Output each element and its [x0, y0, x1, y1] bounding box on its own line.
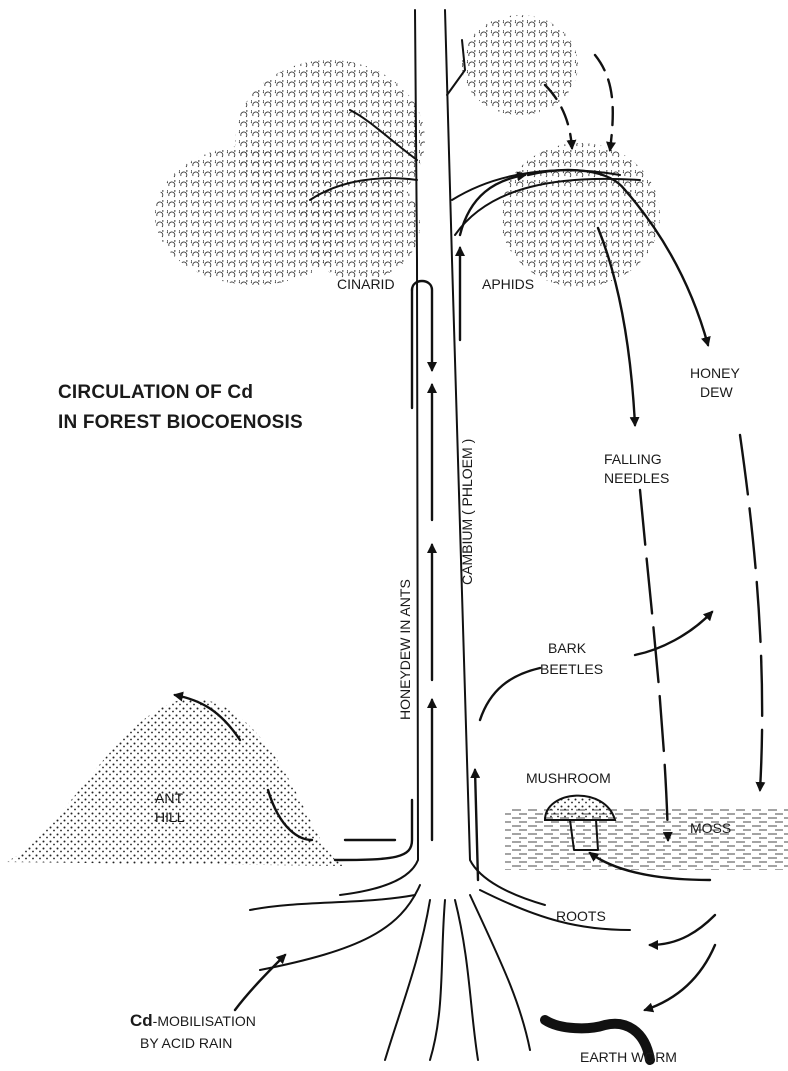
- cd-mobilisation-label-1: Cd-MOBILISATION: [130, 1011, 256, 1030]
- bark-beetles-label-1: BARK: [548, 640, 587, 656]
- honey-dew-flow: [625, 190, 762, 790]
- ant-hill: [5, 699, 345, 866]
- ant-hill-label-2: HILL: [155, 809, 185, 825]
- tree-crown-right: [500, 143, 660, 287]
- cd-mobilisation-label-2: BY ACID RAIN: [140, 1035, 232, 1051]
- diagram-title-line-1: CIRCULATION OF Cd: [58, 382, 253, 403]
- mushroom-label: MUSHROOM: [526, 770, 611, 786]
- moss-label: MOSS: [690, 820, 731, 836]
- mobilisation-text: -MOBILISATION: [153, 1013, 256, 1029]
- honey-dew-label-1: HONEY: [690, 365, 740, 381]
- cambium-phloem-label: CAMBIUM ( PHLOEM ): [459, 439, 475, 585]
- ant-hill-label-1: ANT: [155, 790, 183, 806]
- falling-needles-label-2: NEEDLES: [604, 470, 669, 486]
- cinarid-label: CINARID: [337, 276, 395, 292]
- root-uptake-flow: [235, 853, 715, 1010]
- cd-symbol: Cd: [130, 1011, 153, 1030]
- tree-crown-left: [155, 60, 425, 285]
- honeydew-in-ants-label: HONEYDEW IN ANTS: [397, 579, 413, 720]
- aphids-label: APHIDS: [482, 276, 534, 292]
- honey-dew-label-2: DEW: [700, 384, 733, 400]
- falling-needles-label-1: FALLING: [604, 451, 662, 467]
- bark-beetles-label-2: BEETLES: [540, 661, 603, 677]
- tree-crown-right-top: [462, 15, 578, 115]
- roots-label: ROOTS: [556, 908, 606, 924]
- earth-worm-label: EARTH WORM: [580, 1049, 677, 1065]
- falling-needles-flow: [598, 228, 668, 840]
- diagram-title-line-2: IN FOREST BIOCOENOSIS: [58, 412, 303, 433]
